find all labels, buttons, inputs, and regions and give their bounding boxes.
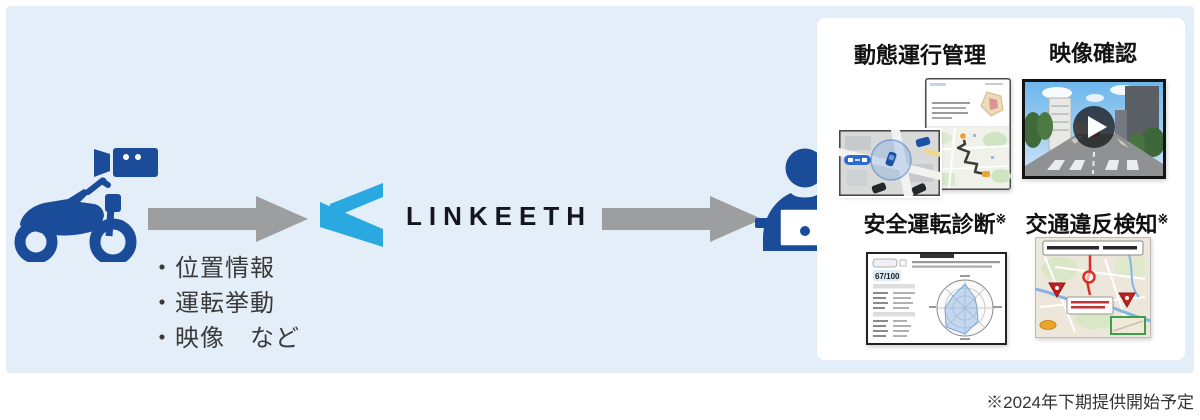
operation-map-screenshot-front [837,128,942,198]
feature-label-safe-driving-diagnosis: 安全運転診断※ [857,207,1013,239]
video-camera-icon [94,148,158,177]
arrow-right-icon [148,196,308,242]
feature-label-video-check: 映像確認 [1041,36,1145,68]
feature-text: 交通違反検知 [1025,212,1158,237]
diagnosis-dashboard-screenshot: 67/100 [866,252,1007,345]
feature-text: 映像確認 [1048,41,1137,66]
features-panel: 動態運行管理 映像確認 安全運転診断※ 交通違反検知※ [817,18,1185,360]
footnote-mark: ※ [1157,211,1169,227]
diagnosis-score: 67/100 [875,272,900,281]
feature-text: 安全運転診断 [863,212,996,237]
list-item: ・運転挙動 [150,290,275,317]
list-item: ・映像 など [150,325,300,352]
feature-text: 動態運行管理 [853,43,986,68]
traffic-violation-map-screenshot [1035,237,1151,338]
motorcycle-with-camera-icon [14,148,158,262]
list-item: ・位置情報 [150,255,275,282]
dashcam-image [1023,82,1165,176]
linkeeth-logo-icon [320,183,383,247]
data-items-list: ・位置情報 ・運転挙動 ・映像 など [150,251,300,356]
feature-label-traffic-violation-detection: 交通違反検知※ [1021,207,1173,239]
footnote-mark: ※ [995,211,1007,227]
dashcam-video-screenshot [1022,79,1166,179]
diagnosis-dashboard-image: 67/100 [868,254,1005,343]
motorcycle-icon [14,177,137,262]
arrow-right-icon [602,196,762,242]
linkeeth-logo-text: LINKEETH [406,201,592,231]
footnote-text: ※2024年下期提供開始予定 [986,393,1194,412]
feature-label-operation-management: 動態運行管理 [847,38,993,70]
